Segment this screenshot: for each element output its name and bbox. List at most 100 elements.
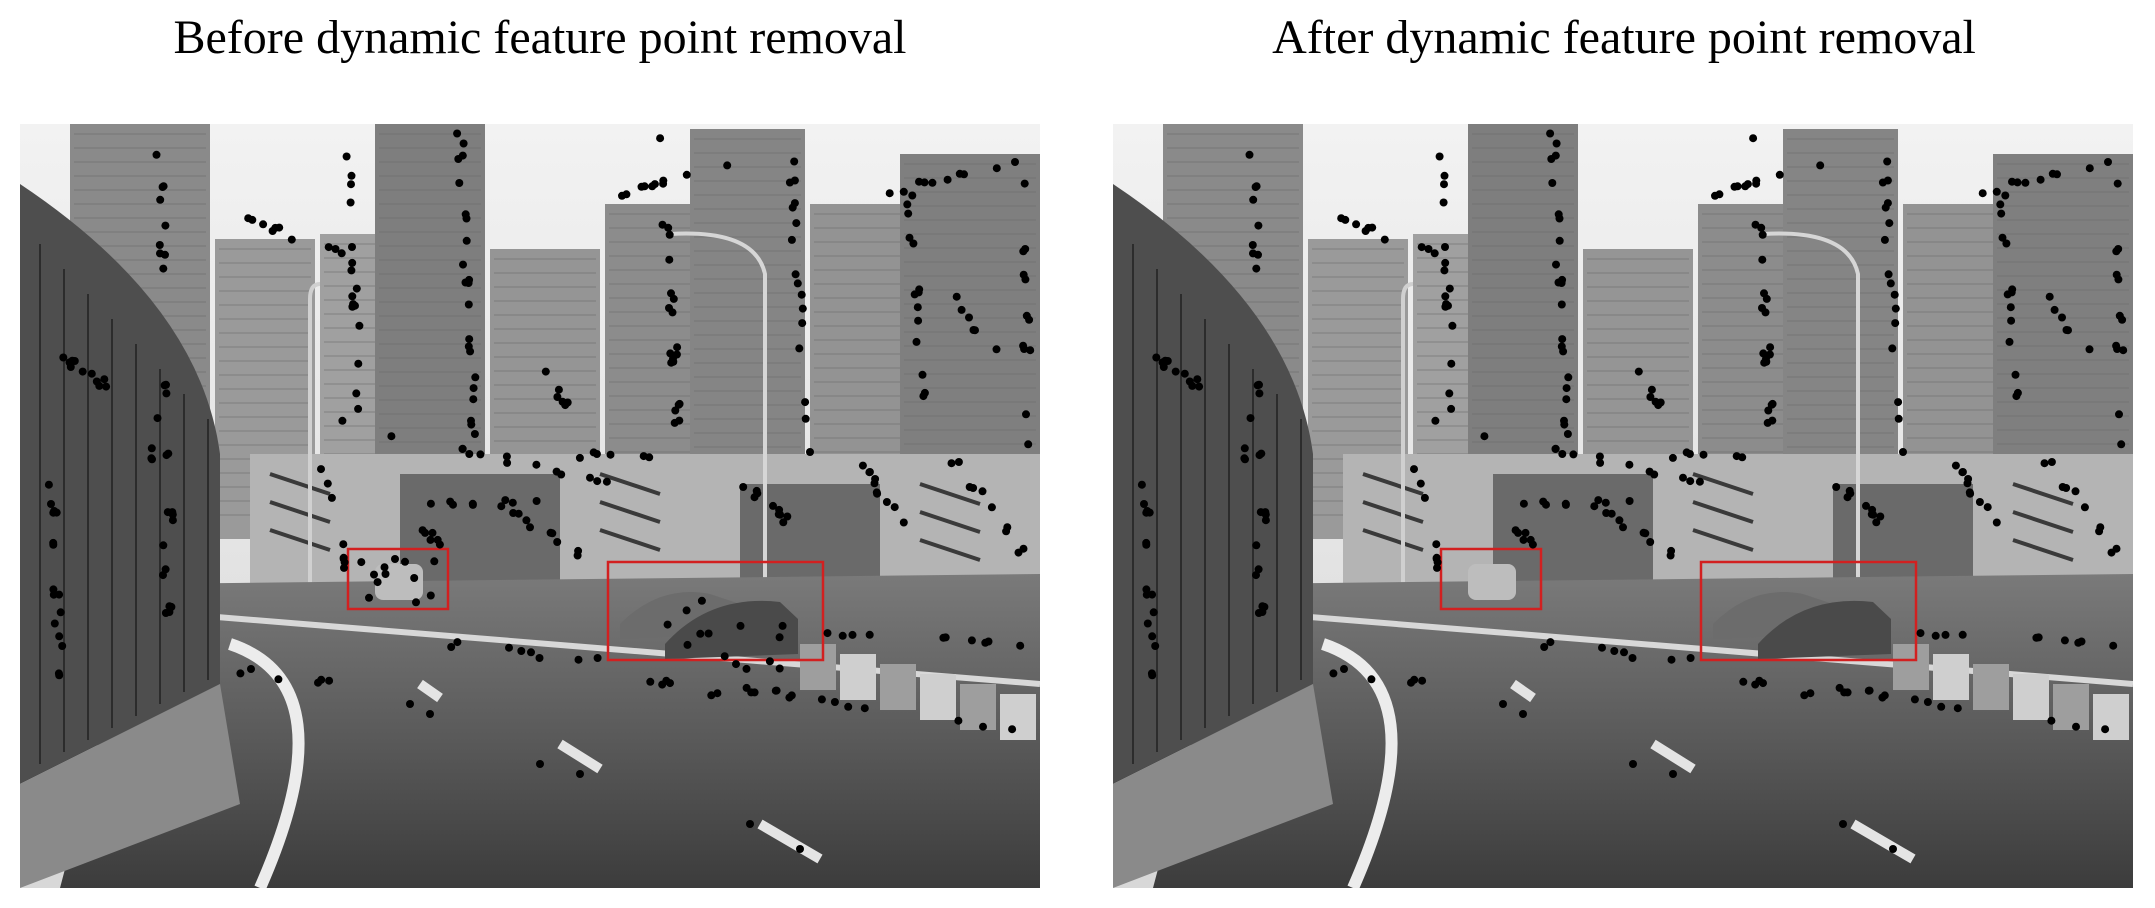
feature-point: [1758, 230, 1767, 239]
feature-point: [1022, 410, 1030, 419]
feature-point: [1253, 381, 1262, 390]
feature-point: [1646, 393, 1655, 401]
feature-point: [1441, 292, 1450, 301]
feature-point: [1998, 233, 2007, 242]
feature-point: [1148, 632, 1157, 641]
feature-point: [1254, 609, 1263, 617]
feature-point: [1835, 683, 1844, 692]
noise-wall: [20, 184, 220, 784]
feature-point: [1889, 845, 1897, 853]
dynamic-feature-point: [410, 574, 419, 582]
feature-point: [928, 178, 937, 187]
feature-point: [1021, 245, 1030, 253]
feature-point: [672, 350, 681, 359]
feature-point: [1240, 444, 1249, 453]
feature-point: [952, 292, 961, 301]
feature-point: [435, 540, 444, 549]
feature-point: [1602, 509, 1611, 517]
feature-point: [1931, 631, 1940, 640]
feature-point: [325, 676, 334, 685]
feature-point: [1965, 488, 1974, 497]
feature-point: [1435, 152, 1444, 161]
feature-point: [707, 691, 716, 700]
feature-point: [1019, 544, 1028, 553]
feature-point: [1668, 453, 1677, 462]
feature-point: [1519, 535, 1528, 544]
feature-point: [1480, 432, 1489, 441]
feature-point: [342, 152, 351, 161]
feature-point: [2112, 341, 2121, 350]
feature-point: [1433, 563, 1441, 572]
road-barrier: [800, 644, 836, 690]
feature-point: [354, 359, 363, 368]
feature-point: [469, 395, 478, 404]
feature-point: [673, 343, 682, 352]
feature-point: [1352, 220, 1361, 229]
feature-point: [593, 477, 602, 486]
feature-point: [340, 563, 348, 572]
feature-point: [793, 279, 802, 288]
feature-point: [471, 373, 480, 382]
feature-point: [1026, 346, 1035, 355]
feature-point: [287, 235, 296, 244]
dynamic-object-box: [1439, 547, 1543, 611]
feature-point: [783, 512, 792, 521]
feature-point: [1246, 414, 1255, 423]
staircase: [2012, 482, 2074, 506]
feature-point: [155, 241, 164, 249]
feature-point: [1899, 448, 1907, 456]
feature-point: [1894, 398, 1903, 407]
feature-point: [575, 453, 584, 462]
feature-point: [1645, 467, 1654, 476]
feature-point: [2114, 275, 2123, 284]
dynamic-object-box: [346, 547, 450, 611]
noise-wall: [1113, 184, 1313, 784]
feature-point: [1171, 367, 1180, 376]
feature-point: [268, 227, 277, 235]
feature-point: [1418, 676, 1427, 685]
feature-point: [2072, 722, 2080, 731]
feature-point: [1519, 710, 1527, 718]
wall-base: [20, 684, 240, 888]
feature-point: [1440, 171, 1449, 180]
feature-point: [798, 319, 807, 328]
road-barrier: [840, 654, 876, 700]
feature-point: [1261, 508, 1270, 517]
feature-point: [348, 258, 357, 267]
feature-point: [387, 432, 396, 441]
feature-point: [1832, 483, 1841, 491]
feature-point: [1682, 448, 1691, 457]
feature-point: [466, 347, 475, 356]
feature-point: [1625, 497, 1634, 505]
staircase: [2012, 538, 2074, 562]
feature-point: [2047, 716, 2056, 725]
feature-point: [274, 675, 283, 684]
feature-point: [1749, 134, 1758, 143]
feature-point: [148, 455, 156, 464]
feature-point: [776, 510, 785, 519]
dynamic-feature-point: [370, 570, 378, 579]
feature-point: [347, 180, 355, 189]
feature-point: [1610, 647, 1619, 655]
feature-point: [527, 648, 535, 657]
feature-point: [1546, 638, 1555, 647]
feature-point: [2047, 458, 2056, 466]
feature-point: [1555, 236, 1564, 245]
dynamic-feature-point: [373, 578, 382, 587]
feature-point: [1883, 157, 1892, 166]
feature-point: [421, 528, 430, 537]
feature-point: [327, 493, 336, 502]
feature-point: [2095, 527, 2104, 536]
feature-point: [1996, 200, 2005, 209]
road-barrier: [2053, 684, 2089, 730]
staircase: [1692, 528, 1754, 552]
feature-point: [467, 420, 476, 429]
feature-point: [1558, 450, 1567, 458]
feature-point: [541, 367, 550, 376]
feature-point: [576, 770, 584, 778]
feature-point: [1557, 279, 1566, 287]
feature-point: [1758, 255, 1767, 264]
feature-point: [1002, 527, 1011, 536]
feature-point: [806, 448, 814, 456]
feature-point: [1739, 677, 1748, 686]
